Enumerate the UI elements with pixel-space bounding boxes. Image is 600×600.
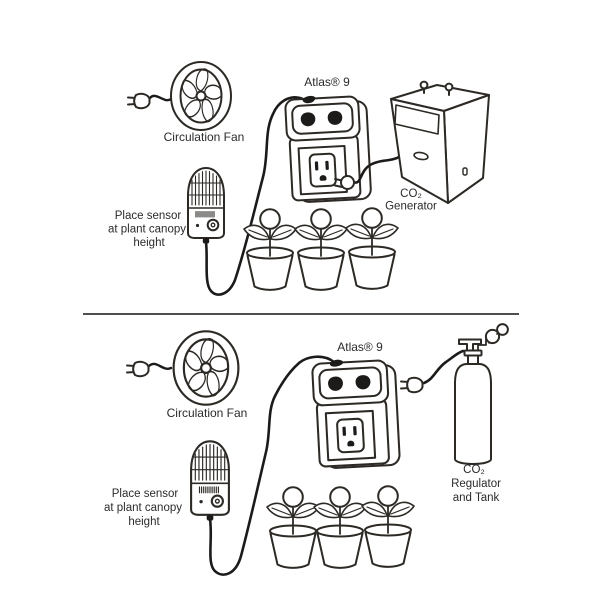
regulator-gauges-icon	[484, 323, 509, 345]
bottom-co2-sensor-icon	[190, 440, 230, 522]
bottom-circulation-fan-icon	[172, 330, 240, 406]
bottom-controller-sensor-port	[330, 359, 342, 367]
top-sensor-note-line2: at plant canopy	[108, 224, 186, 236]
bottom-co2-controller	[310, 355, 402, 470]
bottom-sensor-note-line3: height	[128, 516, 160, 528]
top-fan-cord	[148, 94, 173, 102]
top-generator-cord	[351, 155, 401, 184]
top-fan-plug-icon	[127, 92, 151, 110]
tank-plug-icon	[400, 376, 424, 394]
bottom-plant-pot-1	[266, 486, 320, 569]
top-outlet-plug-icon	[334, 175, 355, 190]
top-controller-sensor-port	[303, 96, 315, 104]
bottom-sensor-note: Place sensor at plant canopy height	[104, 488, 182, 528]
bottom-sensor-note-line1: Place sensor	[112, 488, 179, 500]
bottom-sensor-note-line2: at plant canopy	[104, 502, 182, 514]
top-sensor-note-line1: Place sensor	[115, 210, 182, 222]
bottom-fan-cord	[147, 362, 173, 370]
top-co2-sensor-icon	[187, 167, 225, 245]
top-controller-label: Atlas® 9	[304, 75, 350, 89]
top-sensor-note: Place sensor at plant canopy height	[108, 210, 186, 249]
top-fan-label: Circulation Fan	[164, 130, 245, 144]
bottom-controller-label: Atlas® 9	[337, 340, 383, 354]
top-circulation-fan-icon	[170, 61, 232, 131]
top-panel: Circulation Fan Atlas® 9	[108, 61, 490, 296]
top-sensor-cord	[204, 96, 310, 296]
bottom-plant-pot-3	[361, 485, 415, 568]
bottom-source-label-line1: CO₂	[463, 464, 485, 476]
bottom-source-label-line3: and Tank	[453, 492, 500, 504]
top-plant-pot-2	[294, 208, 348, 291]
top-controller-body	[283, 91, 373, 204]
bottom-source-label-line2: Regulator	[451, 478, 501, 490]
top-source-label-line2: Generator	[385, 201, 437, 213]
tank-hose-cord	[422, 349, 465, 385]
top-sensor-note-line3: height	[133, 237, 165, 249]
top-source-label-line1: CO₂	[400, 188, 422, 200]
top-co2-generator	[390, 80, 490, 204]
bottom-panel: Circulation Fan Atlas® 9 CO₂ Reg	[104, 323, 509, 576]
tank-valve-handle-icon	[458, 338, 482, 352]
co2-tank	[454, 323, 509, 465]
generator-valve-knobs-icon	[419, 80, 454, 96]
bottom-controller-body	[310, 355, 402, 470]
top-co2-controller	[283, 91, 373, 204]
bottom-fan-plug-icon	[126, 360, 150, 378]
bottom-sensor-cord	[208, 355, 336, 576]
top-plant-pot-3	[345, 207, 399, 290]
bottom-plant-pot-2	[313, 486, 367, 569]
bottom-fan-label: Circulation Fan	[167, 406, 248, 420]
